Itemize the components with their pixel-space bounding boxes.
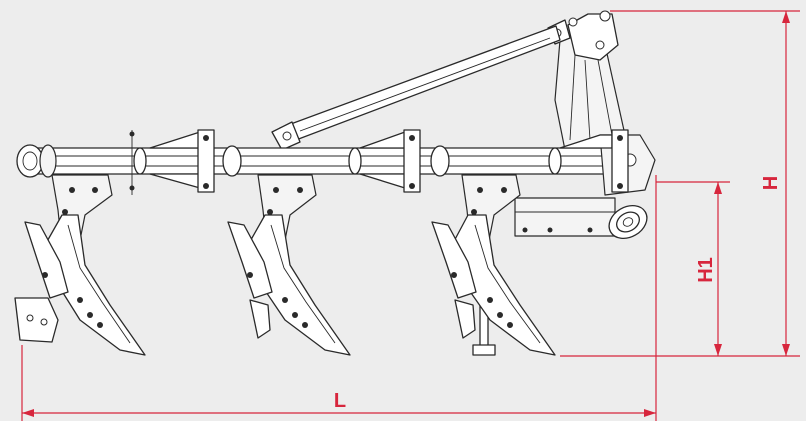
gauge-wheel-assembly <box>472 197 648 356</box>
height-label: H <box>760 176 782 190</box>
tine-2 <box>227 174 351 356</box>
working-depth-label: H1 <box>695 257 717 283</box>
main-beam <box>16 134 656 196</box>
tine-1 <box>14 174 146 356</box>
length-label: L <box>334 390 346 412</box>
dimension-lines <box>21 10 800 421</box>
beam-braces <box>129 129 629 195</box>
top-link <box>271 25 561 151</box>
hitch-tower <box>547 10 626 151</box>
tine-3 <box>431 174 556 356</box>
